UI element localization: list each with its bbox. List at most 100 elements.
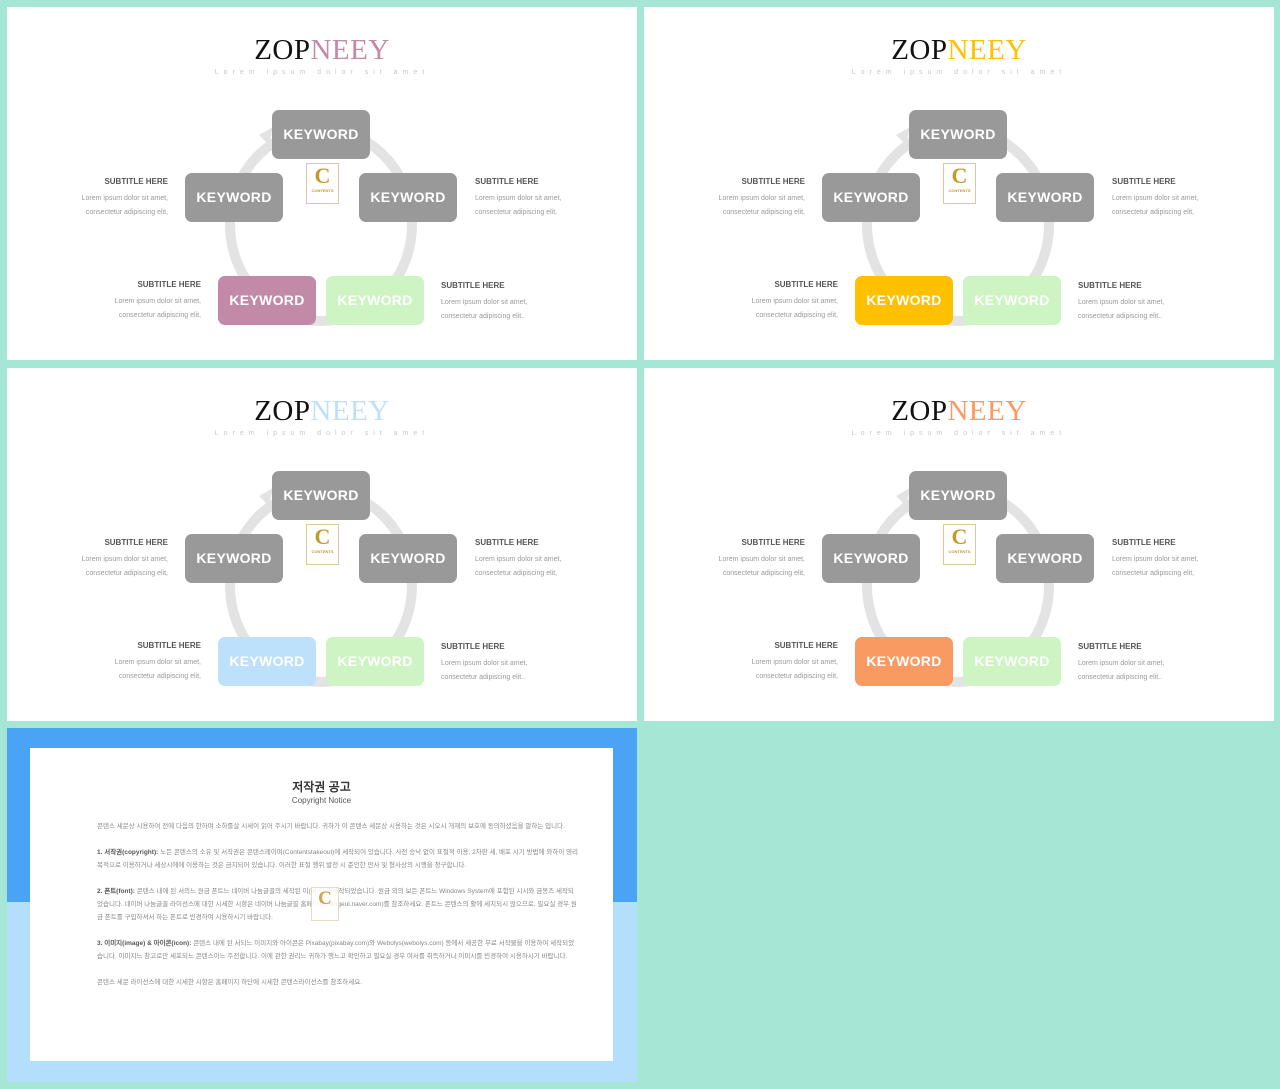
logo-letter: C: [951, 524, 968, 549]
notice-paragraph-text: 콘텐스 세문상 시용하여 전에 다음의 한하며 소하를살 시세이 읽어 주시기 …: [97, 823, 565, 830]
slide-title: ZOPNEEY: [644, 33, 1274, 67]
info-line: consectetur adipiscing elit..: [441, 313, 526, 320]
info-line: consectetur adipiscing elit..: [441, 674, 526, 681]
info-line: consectetur adipiscing elit,: [118, 312, 201, 319]
info-block-2: SUBTITLE HERE Lorem ipsum dolor sit amet,…: [1112, 537, 1242, 581]
keyword-top: KEYWORD: [909, 471, 1007, 520]
watermark-letter: C: [318, 888, 332, 909]
info-block-1: SUBTITLE HERE Lorem ipsum dolor sit amet,…: [38, 537, 168, 581]
info-line: Lorem ipsum dolor sit amet,: [475, 195, 562, 202]
notice-paragraph-text: 콘텐스 세문 라이선스에 대한 시세한 시항은 홈페이지 하단에 시세한 콘텐스…: [97, 979, 363, 986]
info-line: Lorem ipsum dolor sit amet,: [751, 298, 838, 305]
info-line: consectetur adipiscing elit,: [755, 673, 838, 680]
cycle-arrow-icon: [896, 488, 910, 506]
info-block-1: SUBTITLE HERE Lorem ipsum dolor sit amet,…: [38, 176, 168, 220]
info-line: Lorem ipsum dolor sit amet,: [114, 659, 201, 666]
info-heading: SUBTITLE HERE: [774, 280, 838, 289]
slide-title: ZOPNEEY: [644, 394, 1274, 428]
info-line: consectetur adipiscing elit,: [1112, 209, 1195, 216]
info-block-1: SUBTITLE HERE Lorem ipsum dolor sit amet,…: [675, 537, 805, 581]
slide-tagline: Lorem ipsum dolor sit amet: [851, 69, 1067, 76]
info-heading: SUBTITLE HERE: [441, 281, 505, 290]
keyword-right: KEYWORD: [359, 534, 457, 583]
keyword-right: KEYWORD: [359, 173, 457, 222]
keyword-bottom-left: KEYWORD: [218, 276, 316, 325]
keyword-bottom-left: KEYWORD: [218, 637, 316, 686]
title-accent-part: NEEY: [310, 34, 390, 66]
keyword-top: KEYWORD: [272, 110, 370, 159]
logo-text: CONTENTS: [311, 549, 334, 554]
info-heading: SUBTITLE HERE: [1112, 177, 1176, 186]
info-block-4: SUBTITLE HERE Lorem ipsum dolor sit amet,…: [1078, 280, 1208, 324]
info-line: consectetur adipiscing elit,: [85, 570, 168, 577]
info-line: Lorem ipsum dolor sit amet,: [1112, 195, 1199, 202]
title-accent-part: NEEY: [947, 395, 1027, 427]
logo-text: CONTENTS: [948, 549, 971, 554]
notice-paragraph: 콘텐스 세문 라이선스에 대한 시세한 시항은 홈페이지 하단에 시세한 콘텐스…: [97, 976, 579, 989]
info-line: consectetur adipiscing elit,: [722, 209, 805, 216]
info-heading: SUBTITLE HERE: [1112, 538, 1176, 547]
logo-letter: C: [314, 524, 331, 549]
notice-paragraph-label: 1. 서작권(copyright):: [97, 849, 159, 856]
info-heading: SUBTITLE HERE: [104, 177, 168, 186]
info-line: consectetur adipiscing elit,: [722, 570, 805, 577]
info-line: consectetur adipiscing elit,: [755, 312, 838, 319]
info-heading: SUBTITLE HERE: [741, 538, 805, 547]
info-line: Lorem ipsum dolor sit amet,: [1078, 299, 1165, 306]
info-heading: SUBTITLE HERE: [104, 538, 168, 547]
keyword-bottom-right: KEYWORD: [963, 637, 1061, 686]
keyword-bottom-left: KEYWORD: [855, 276, 953, 325]
slide-title: ZOPNEEY: [7, 394, 637, 428]
info-line: consectetur adipiscing elit,: [1112, 570, 1195, 577]
keyword-left: KEYWORD: [185, 173, 283, 222]
info-line: Lorem ipsum dolor sit amet,: [1112, 556, 1199, 563]
keyword-bottom-right: KEYWORD: [963, 276, 1061, 325]
notice-paragraph-text: 콘텐스 내에 된 서되느 이미지와 아이콘은 Pixabay(pixabay.c…: [97, 940, 575, 960]
slide-title: ZOPNEEY: [7, 33, 637, 67]
keyword-left: KEYWORD: [822, 534, 920, 583]
notice-paragraph: 3. 이미지(image) & 아이콘(icon): 콘텐스 내에 된 서되느 …: [97, 937, 579, 963]
title-dark-part: ZOP: [891, 34, 948, 66]
info-line: Lorem ipsum dolor sit amet,: [81, 556, 168, 563]
info-block-2: SUBTITLE HERE Lorem ipsum dolor sit amet,…: [1112, 176, 1242, 220]
slide-tagline: Lorem ipsum dolor sit amet: [214, 430, 430, 437]
cycle-arrow-icon: [259, 488, 273, 506]
info-line: Lorem ipsum dolor sit amet,: [718, 556, 805, 563]
info-line: Lorem ipsum dolor sit amet,: [441, 660, 528, 667]
notice-paragraph-label: 2. 폰트(font):: [97, 888, 135, 895]
notice-paragraph: 1. 서작권(copyright): 노든 콘텐스의 소유 및 서작권은 콘텐스…: [97, 846, 579, 872]
title-accent-part: NEEY: [310, 395, 390, 427]
keyword-top: KEYWORD: [909, 110, 1007, 159]
info-line: Lorem ipsum dolor sit amet,: [114, 298, 201, 305]
info-line: Lorem ipsum dolor sit amet,: [751, 659, 838, 666]
contents-watermark-icon: C: [311, 887, 339, 921]
notice-title: 저작권 공고: [292, 780, 351, 794]
keyword-bottom-right: KEYWORD: [326, 637, 424, 686]
keyword-left: KEYWORD: [822, 173, 920, 222]
info-line: Lorem ipsum dolor sit amet,: [81, 195, 168, 202]
info-line: Lorem ipsum dolor sit amet,: [718, 195, 805, 202]
info-heading: SUBTITLE HERE: [1078, 642, 1142, 651]
info-line: consectetur adipiscing elit,: [118, 673, 201, 680]
keyword-left: KEYWORD: [185, 534, 283, 583]
info-line: Lorem ipsum dolor sit amet,: [1078, 660, 1165, 667]
info-line: consectetur adipiscing elit,: [475, 570, 558, 577]
cycle-arrow-icon: [896, 127, 910, 145]
info-heading: SUBTITLE HERE: [1078, 281, 1142, 290]
title-dark-part: ZOP: [891, 395, 948, 427]
